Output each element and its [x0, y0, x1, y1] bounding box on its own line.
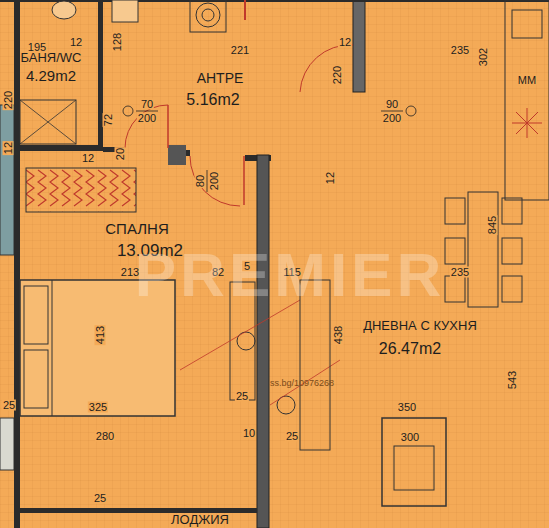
room-name: СПАЛНЯ [105, 221, 168, 236]
dimension-label: 220 [332, 65, 343, 85]
dimension-label: 10 [242, 428, 256, 439]
bedroom: СПАЛНЯ13.09m2 [20, 152, 255, 508]
loggia: ЛОДЖИЯ [140, 508, 280, 528]
dimension-label: 12 [81, 153, 95, 164]
dimension-label: 12 [325, 171, 336, 185]
dimension-label: 80 [195, 174, 206, 188]
dimension-label: 280 [95, 431, 115, 442]
dimension-label: 350 [397, 402, 417, 413]
dimension-label: 72 [103, 113, 114, 127]
dimension-label: 90 [385, 99, 399, 110]
dimension-label: 25 [2, 400, 16, 411]
dimension-label: 195 [27, 42, 47, 53]
dimension-label: 200 [209, 171, 220, 191]
dimension-label: 20 [115, 147, 126, 161]
watermark: PREMIER [135, 244, 445, 306]
dimension-label: 300 [400, 432, 420, 443]
room-name: ДНЕВНА С КУХНЯ [363, 319, 477, 332]
dimension-label: 12 [69, 37, 83, 48]
dimension-label: 302 [478, 47, 489, 67]
dimension-label: MM [517, 75, 537, 86]
listing-id: ss.bg/10976268 [270, 379, 334, 388]
dimension-label: 845 [487, 215, 498, 235]
dimension-label: 221 [230, 45, 250, 56]
dimension-label: 413 [95, 325, 106, 345]
dimension-label: 12 [3, 141, 14, 155]
dimension-label: 200 [137, 113, 157, 124]
dimension-label: 235 [450, 45, 470, 56]
dimension-label: 235 [450, 267, 470, 278]
dimension-label: 128 [112, 32, 123, 52]
room-name: ЛОДЖИЯ [171, 513, 229, 526]
room-area-value: 4.29m2 [26, 68, 76, 83]
dimension-label: 200 [382, 113, 402, 124]
dimension-label: 12 [338, 37, 352, 48]
room-area-value: 5.16m2 [186, 92, 239, 108]
dimension-label: 438 [333, 325, 344, 345]
dimension-label: 325 [88, 402, 108, 413]
room-area-value: 26.47m2 [379, 341, 441, 357]
dimension-label: 25 [285, 431, 299, 442]
dimension-label: 220 [3, 90, 14, 110]
dimension-label: 25 [93, 493, 107, 504]
dimension-label: 25 [235, 391, 249, 402]
room-name: АНТРЕ [197, 71, 244, 85]
dimension-label: 543 [507, 370, 518, 390]
bathroom: БАНЯ/WC4.29m2 [18, 0, 98, 145]
dimension-label: 70 [140, 99, 154, 110]
